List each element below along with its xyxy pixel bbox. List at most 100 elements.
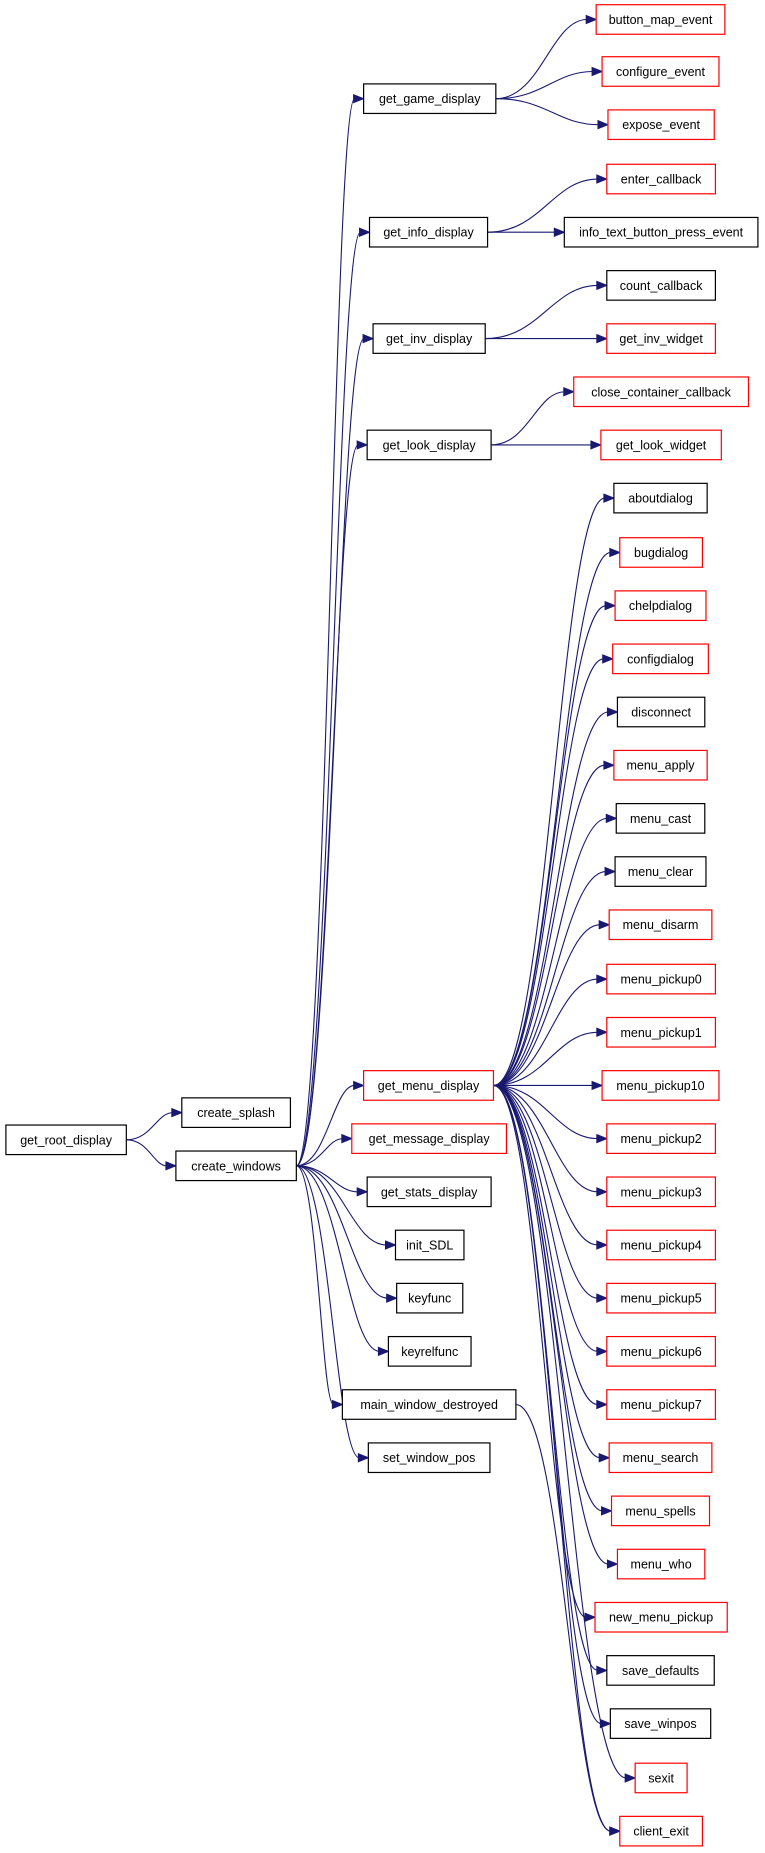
node-keyfunc[interactable]: keyfunc [396,1282,464,1314]
node-box[interactable] [614,856,707,887]
node-box[interactable] [341,1389,517,1420]
node-box[interactable] [613,749,708,781]
node-sexit[interactable]: sexit [634,1762,688,1794]
node-box[interactable] [606,963,717,995]
node-get-look-display[interactable]: get_look_display [366,429,492,461]
node-expose-event[interactable]: expose_event [607,109,715,141]
node-box[interactable] [606,1335,717,1367]
node-box[interactable] [367,1442,491,1474]
node-box[interactable] [368,216,489,248]
node-box[interactable] [614,590,707,622]
node-get-game-display[interactable]: get_game_display [363,83,497,115]
node-box[interactable] [612,643,709,675]
node-menu-pickup5[interactable]: menu_pickup5 [606,1282,717,1314]
node-box[interactable] [634,1762,688,1794]
node-box[interactable] [396,1282,464,1314]
node-box[interactable] [606,1123,717,1154]
node-box[interactable] [387,1335,472,1367]
node-info-text-button-press-event[interactable]: info_text_button_press_event [563,216,759,248]
node-configure-event[interactable]: configure_event [601,56,720,87]
node-get-info-display[interactable]: get_info_display [368,216,489,248]
node-menu-cast[interactable]: menu_cast [615,802,706,834]
node-box[interactable] [608,1442,713,1474]
node-get-inv-display[interactable]: get_inv_display [372,323,486,354]
node-menu-pickup7[interactable]: menu_pickup7 [606,1389,717,1420]
node-menu-clear[interactable]: menu_clear [614,856,707,887]
node-box[interactable] [394,1229,465,1261]
node-box[interactable] [606,1282,717,1314]
node-box[interactable] [181,1097,292,1128]
node-menu-pickup4[interactable]: menu_pickup4 [606,1229,717,1261]
node-box[interactable] [616,1548,706,1580]
node-menu-pickup1[interactable]: menu_pickup1 [606,1016,717,1048]
node-box[interactable] [608,909,713,941]
node-box[interactable] [363,1070,495,1101]
node-get-stats-display[interactable]: get_stats_display [366,1176,492,1208]
node-box[interactable] [606,1016,717,1048]
node-box[interactable] [600,429,722,461]
node-get-menu-display[interactable]: get_menu_display [363,1070,495,1101]
node-box[interactable] [573,376,750,408]
node-init-SDL[interactable]: init_SDL [394,1229,465,1261]
node-box[interactable] [609,1708,712,1739]
node-bugdialog[interactable]: bugdialog [619,537,704,568]
node-box[interactable] [601,56,720,87]
node-get-message-display[interactable]: get_message_display [351,1123,508,1154]
node-disconnect[interactable]: disconnect [616,696,706,728]
node-box[interactable] [366,429,492,461]
node-save-defaults[interactable]: save_defaults [606,1655,715,1686]
node-main-window-destroyed[interactable]: main_window_destroyed [341,1389,517,1420]
node-client-exit[interactable]: client_exit [619,1815,704,1847]
node-box[interactable] [616,696,706,728]
node-get-inv-widget[interactable]: get_inv_widget [606,323,717,354]
node-box[interactable] [363,83,497,115]
node-box[interactable] [613,482,708,514]
node-aboutdialog[interactable]: aboutdialog [613,482,708,514]
node-box[interactable] [606,163,717,195]
node-menu-pickup0[interactable]: menu_pickup0 [606,963,717,995]
node-box[interactable] [351,1123,508,1154]
node-create-windows[interactable]: create_windows [175,1150,297,1182]
node-count-callback[interactable]: count_callback [606,270,717,301]
node-box[interactable] [372,323,486,354]
node-create-splash[interactable]: create_splash [181,1097,292,1128]
node-get-root-display[interactable]: get_root_display [5,1124,127,1156]
node-box[interactable] [366,1176,492,1208]
node-menu-apply[interactable]: menu_apply [613,749,708,781]
node-box[interactable] [606,270,717,301]
node-box[interactable] [595,4,726,35]
node-new-menu-pickup[interactable]: new_menu_pickup [594,1601,728,1633]
node-menu-pickup6[interactable]: menu_pickup6 [606,1335,717,1367]
node-box[interactable] [619,1815,704,1847]
node-enter-callback[interactable]: enter_callback [606,163,717,195]
node-box[interactable] [615,802,706,834]
node-box[interactable] [5,1124,127,1156]
node-save-winpos[interactable]: save_winpos [609,1708,712,1739]
node-box[interactable] [606,1229,717,1261]
node-configdialog[interactable]: configdialog [612,643,709,675]
node-menu-pickup2[interactable]: menu_pickup2 [606,1123,717,1154]
node-menu-spells[interactable]: menu_spells [610,1495,711,1527]
node-menu-pickup10[interactable]: menu_pickup10 [601,1070,720,1101]
node-menu-search[interactable]: menu_search [608,1442,713,1474]
node-box[interactable] [175,1150,297,1182]
node-box[interactable] [601,1070,720,1101]
node-box[interactable] [607,109,715,141]
node-box[interactable] [610,1495,711,1527]
node-box[interactable] [606,1389,717,1420]
node-close-container-callback[interactable]: close_container_callback [573,376,750,408]
node-set-window-pos[interactable]: set_window_pos [367,1442,491,1474]
node-box[interactable] [563,216,759,248]
node-button-map-event[interactable]: button_map_event [595,4,726,35]
node-box[interactable] [594,1601,728,1633]
node-box[interactable] [606,1176,717,1208]
node-menu-pickup3[interactable]: menu_pickup3 [606,1176,717,1208]
node-keyrelfunc[interactable]: keyrelfunc [387,1335,472,1367]
node-box[interactable] [619,537,704,568]
node-box[interactable] [606,323,717,354]
node-menu-disarm[interactable]: menu_disarm [608,909,713,941]
node-chelpdialog[interactable]: chelpdialog [614,590,707,622]
node-box[interactable] [606,1655,715,1686]
node-get-look-widget[interactable]: get_look_widget [600,429,722,461]
node-menu-who[interactable]: menu_who [616,1548,706,1580]
